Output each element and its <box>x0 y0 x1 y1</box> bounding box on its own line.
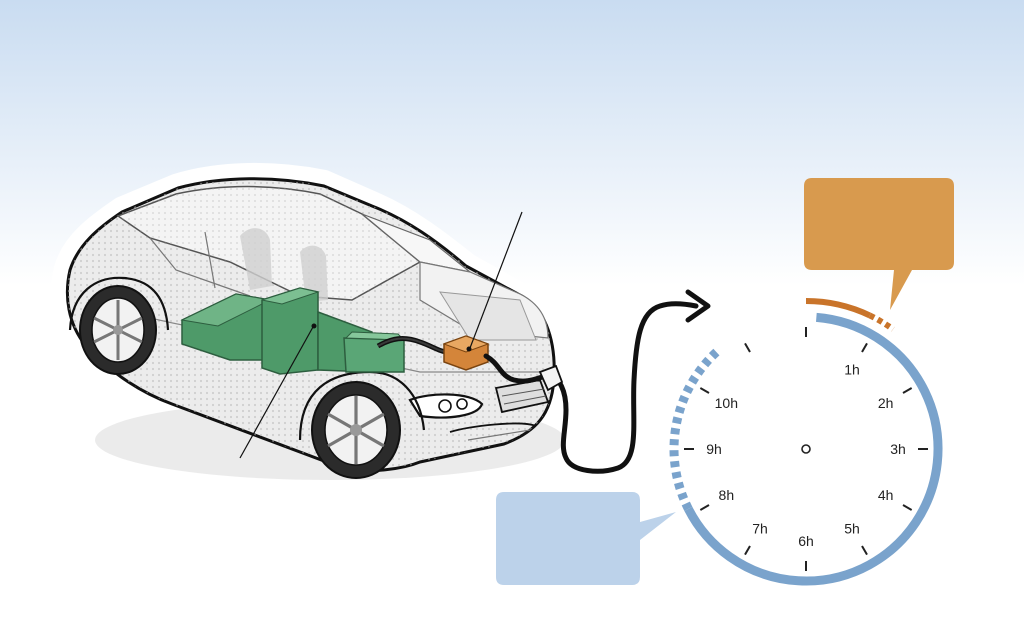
clock-tick <box>902 504 913 511</box>
battery-leader-line <box>239 326 314 459</box>
orange-callout <box>804 178 954 310</box>
clock-hour-label: 7h <box>752 521 768 537</box>
clock-hour-label: 9h <box>706 441 722 457</box>
clock-tick <box>699 504 710 511</box>
onboard-charger-icon <box>376 335 490 371</box>
clock-hour-label: 4h <box>878 487 894 503</box>
battery-pack-icon <box>180 287 406 375</box>
clock-hour-label: 5h <box>844 521 860 537</box>
clock-hour-label: 1h <box>844 361 860 377</box>
front-wheel <box>311 381 401 479</box>
blue-callout <box>496 492 676 585</box>
clock-tick <box>861 545 868 556</box>
clock-tick <box>902 387 913 394</box>
charger-leader-line <box>469 211 523 349</box>
clock-tick <box>744 545 751 556</box>
clock-orange-arc <box>805 298 872 319</box>
clock-hour-label: 2h <box>878 395 894 411</box>
clock-orange-dashed-arc <box>868 312 895 332</box>
clock-hour-label: 10h <box>715 395 738 411</box>
clock-tick <box>861 342 868 353</box>
clock-dial-icon: 1h 2h 3h 4h 5h 6h 7h 8h 9h 10h <box>669 298 943 586</box>
clock-tick <box>744 342 751 353</box>
clock-hour-label: 6h <box>798 533 814 549</box>
clock-hour-label: 8h <box>719 487 735 503</box>
arrow-right-icon <box>685 289 711 323</box>
clock-hour-label: 3h <box>890 441 906 457</box>
rear-wheel <box>79 285 157 375</box>
clock-center <box>801 444 811 454</box>
clock-blue-dashed-arc <box>669 347 721 511</box>
clock-blue-arc <box>684 312 943 586</box>
clock-tick <box>699 387 710 394</box>
charging-cable-icon <box>483 301 699 474</box>
